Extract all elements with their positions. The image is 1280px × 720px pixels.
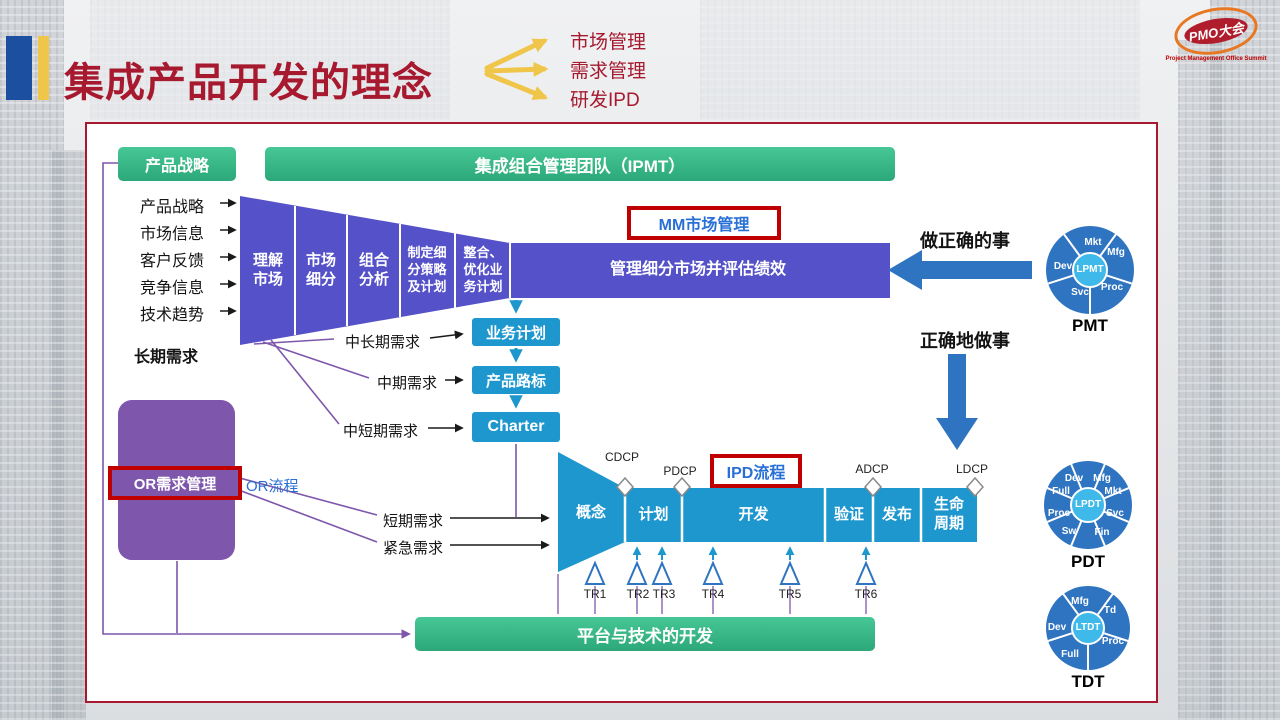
tdt-member-proc: Proc — [1101, 636, 1125, 647]
platform-tech-bar: 平台与技术的开发 — [415, 617, 875, 651]
mid-long-term-req-label: 中长期需求 — [345, 334, 421, 351]
stage-verify: 验证 — [833, 506, 864, 523]
mid-short-term-req-label: 中短期需求 — [343, 423, 419, 440]
do-things-right-label: 正确地做事 — [920, 331, 1010, 351]
pmo-logo-ellipse: PMO大会 — [1170, 1, 1262, 61]
tdt-name: TDT — [1071, 672, 1105, 691]
tr2-label: TR2 — [626, 587, 650, 601]
pdt-name: PDT — [1071, 552, 1105, 571]
input-market-info: 市场信息 — [140, 226, 205, 243]
product-strategy-box: 产品战略 — [118, 147, 236, 181]
ipmt-bar: 集成组合管理团队（IPMT） — [265, 147, 895, 181]
diagram-panel — [85, 122, 1158, 703]
pdt-member-dev: Dev — [1064, 473, 1084, 484]
tr5-label: TR5 — [778, 587, 802, 601]
background-building — [700, 0, 1140, 120]
header-fan-arrows — [484, 38, 549, 101]
page-title: 集成产品开发的理念 — [64, 61, 433, 105]
ipd-flow-badge: IPD流程 — [710, 454, 802, 488]
or-flow-label: OR流程 — [246, 478, 299, 495]
or-requirement-badge: OR需求管理 — [108, 466, 242, 500]
charter-box: Charter — [472, 412, 560, 442]
stage-concept: 概念 — [575, 504, 606, 521]
do-right-things-label: 做正确的事 — [920, 231, 1010, 251]
background-building — [1178, 40, 1222, 720]
pmt-member-svc: Svc — [1071, 287, 1089, 298]
stage-plan: 计划 — [638, 506, 669, 523]
input-customer-feedback: 客户反馈 — [140, 253, 205, 270]
gate-cdcp: CDCP — [604, 450, 639, 464]
pmt-member-proc: Proc — [1100, 282, 1124, 293]
tr1-label: TR1 — [583, 587, 607, 601]
pdt-member-full: Full — [1052, 486, 1070, 497]
funnel-seg-understand-market: 理解市场 — [252, 252, 283, 288]
pdt-member-sw: Sw — [1061, 526, 1077, 537]
input-product-strategy: 产品战略 — [140, 199, 205, 216]
background-building — [0, 0, 64, 720]
funnel-seg-strategy-plan: 制定细分策略及计划 — [407, 245, 447, 294]
header-bullet-requirement: 需求管理 — [570, 61, 647, 82]
pdt-member-svc: Svc — [1106, 508, 1124, 519]
pdt-member-mfg: Mfg — [1093, 473, 1111, 484]
gate-ldcp: LDCP — [955, 462, 988, 476]
funnel-seg-optimize-business: 整合、优化业务计划 — [463, 245, 503, 294]
background-building — [1210, 0, 1280, 720]
gate-pdcp: PDCP — [663, 464, 697, 478]
pmt-member-mfg: Mfg — [1107, 247, 1125, 258]
short-term-req-label: 短期需求 — [383, 513, 444, 530]
header-bullet-market: 市场管理 — [570, 32, 647, 53]
tdt-member-td: Td — [1103, 605, 1117, 616]
stage-release: 发布 — [881, 506, 912, 523]
tr3-label: TR3 — [652, 587, 676, 601]
pmo-logo: PMO大会 Project Management Office Summit — [1164, 1, 1268, 62]
pdt-member-mkt: Mkt — [1104, 486, 1122, 497]
manage-segment-bar-label: 管理细分市场并评估绩效 — [609, 261, 786, 278]
mm-market-management-badge: MM市场管理 — [627, 206, 781, 240]
funnel-seg-portfolio-analysis: 组合分析 — [358, 252, 389, 288]
pdt-member-proc: Proc — [1047, 508, 1071, 519]
urgent-req-label: 紧急需求 — [383, 540, 444, 557]
title-accent-yellow — [38, 36, 49, 100]
funnel-seg-market-segment: 市场细分 — [305, 252, 336, 288]
mid-term-req-label: 中期需求 — [377, 375, 438, 392]
business-plan-box: 业务计划 — [472, 318, 560, 346]
background-building — [52, 150, 86, 720]
tdt-member-dev: Dev — [1047, 622, 1067, 633]
stage-develop: 开发 — [738, 506, 769, 523]
header-bullet-ipd: 研发IPD — [570, 90, 640, 111]
pmo-logo-brand: PMO大会 — [1182, 13, 1250, 49]
tdt-center-label: LTDT — [1075, 622, 1101, 633]
pdt-member-fin: Fin — [1094, 527, 1110, 538]
pmo-logo-subtitle: Project Management Office Summit — [1165, 56, 1267, 62]
tdt-member-mfg: Mfg — [1071, 596, 1089, 607]
stage-lifecycle: 生命周期 — [933, 496, 964, 532]
input-tech-trend: 技术趋势 — [140, 307, 205, 324]
tr4-label: TR4 — [701, 587, 725, 601]
product-roadmap-box: 产品路标 — [472, 366, 560, 394]
input-competition-info: 竞争信息 — [140, 280, 205, 297]
gate-adcp: ADCP — [855, 462, 889, 476]
long-term-requirement-label: 长期需求 — [134, 349, 199, 366]
title-accent-blue — [6, 36, 32, 100]
pmt-name: PMT — [1072, 316, 1108, 335]
background-building — [90, 0, 450, 120]
tr6-label: TR6 — [854, 587, 878, 601]
tdt-member-full: Full — [1061, 649, 1079, 660]
pmt-member-dev: Dev — [1053, 261, 1073, 272]
